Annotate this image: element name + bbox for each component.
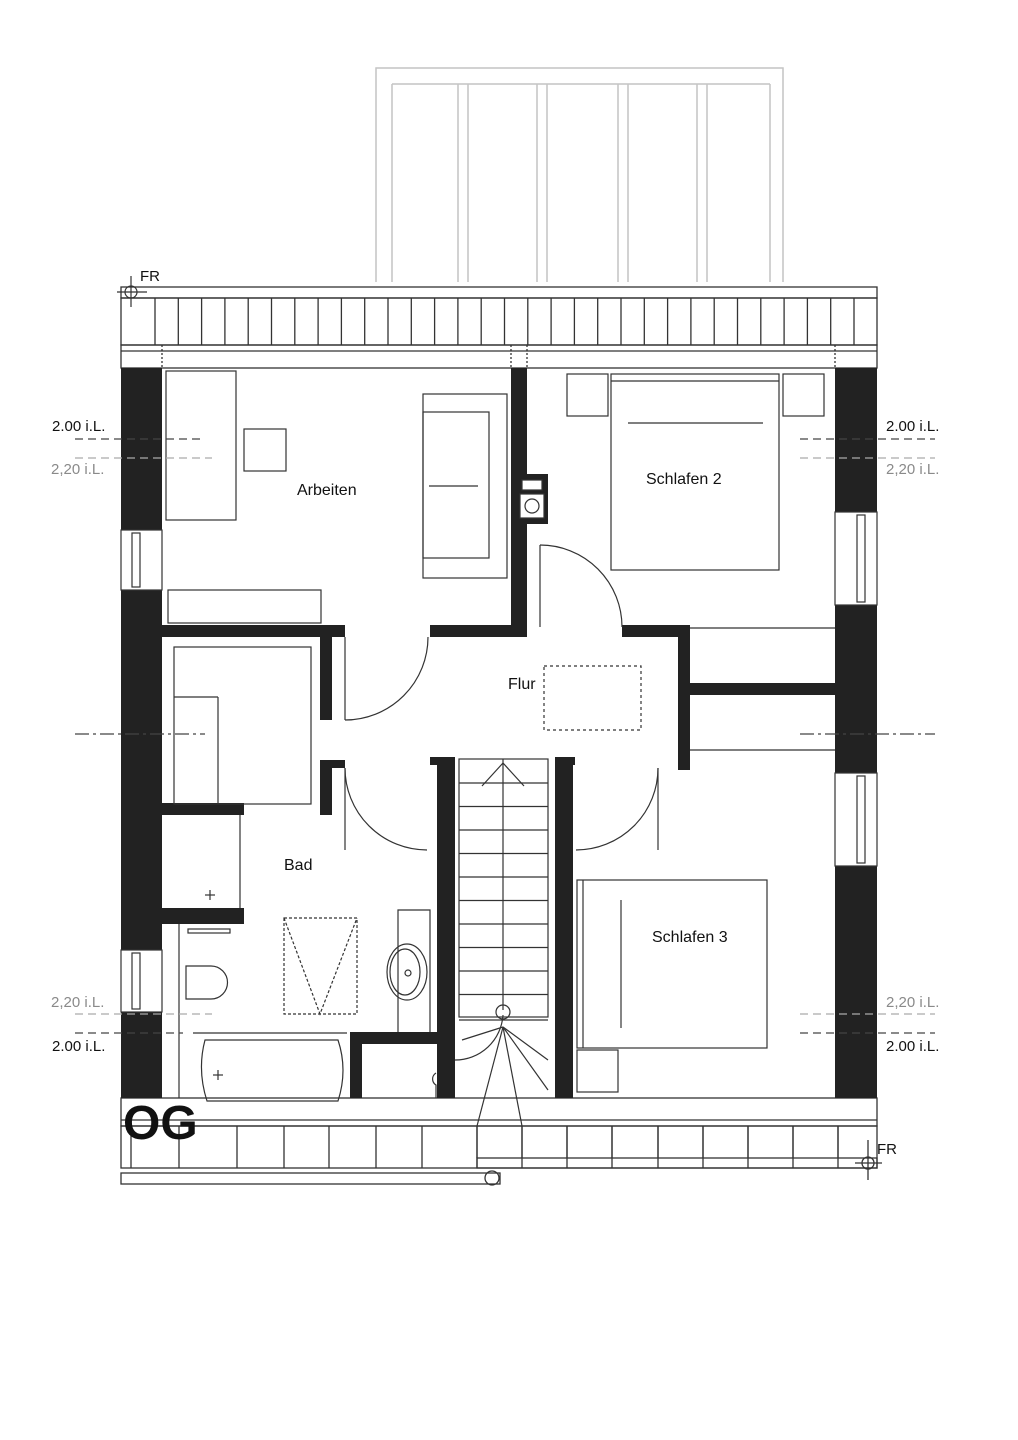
- fr-label-top: FR: [140, 268, 160, 285]
- exterior-walls: [121, 368, 877, 1098]
- furniture: [165, 370, 825, 1102]
- room-label-schlafen-2: Schlafen 2: [646, 471, 722, 488]
- height-label-bl-220: 2,20 i.L.: [51, 994, 105, 1011]
- fr-marker-top: [117, 276, 147, 307]
- balcony-outline: [375, 67, 784, 282]
- fr-label-bottom: FR: [877, 1141, 897, 1158]
- bottom-roof: [120, 1097, 882, 1186]
- room-label-schlafen-3: Schlafen 3: [652, 929, 728, 946]
- windows: [120, 511, 878, 1013]
- room-label-flur: Flur: [508, 676, 536, 693]
- height-label-br-220: 2,20 i.L.: [886, 994, 940, 1011]
- chimney: [519, 479, 545, 519]
- height-lines: [75, 438, 935, 1034]
- height-label-tr-220: 2,20 i.L.: [886, 461, 940, 478]
- height-label-tl-220: 2,20 i.L.: [51, 461, 105, 478]
- floor-label: OG: [123, 1097, 198, 1150]
- height-label-br-200: 2.00 i.L.: [886, 1038, 940, 1055]
- room-label-arbeiten: Arbeiten: [297, 482, 357, 499]
- interior-walls: [162, 368, 835, 1098]
- room-label-bad: Bad: [284, 857, 313, 874]
- height-label-tl-200: 2.00 i.L.: [52, 418, 106, 435]
- height-label-tr-200: 2.00 i.L.: [886, 418, 940, 435]
- doors: [344, 544, 835, 851]
- top-roof: [120, 286, 878, 369]
- height-label-bl-200: 2.00 i.L.: [52, 1038, 106, 1055]
- staircase: [454, 758, 549, 1127]
